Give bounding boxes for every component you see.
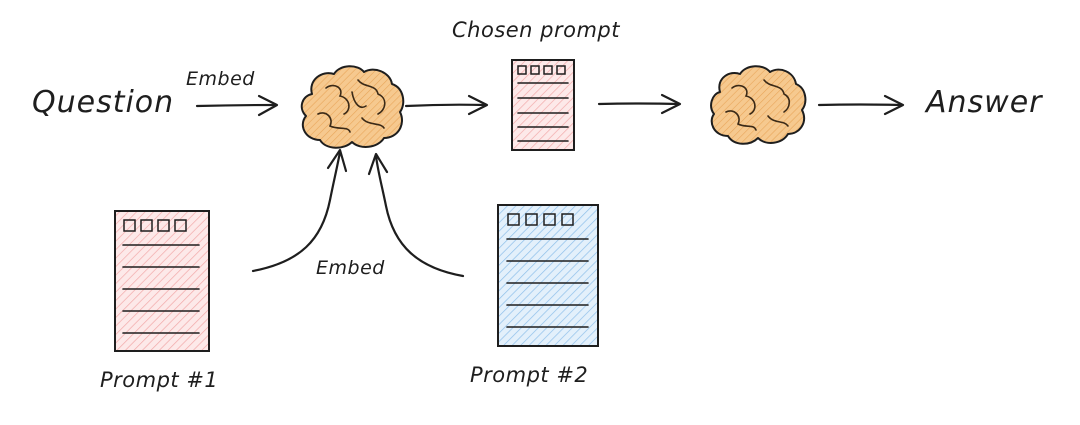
arrow-chosen-prompt-to-model [597, 93, 682, 115]
chosen-prompt-document-icon [511, 59, 575, 151]
arrow-model-to-answer [817, 94, 905, 116]
arrow-prompt-2-to-model [367, 152, 465, 278]
prompt-2-label: Prompt #2 [470, 363, 589, 387]
arrow-question-to-model [195, 94, 279, 117]
question-label: Question [32, 85, 175, 120]
prompt-1-document-icon [114, 210, 210, 352]
answer-label: Answer [926, 85, 1043, 120]
embed-label-top: Embed [186, 68, 255, 90]
arrow-prompt-1-to-model [251, 148, 348, 273]
chosen-prompt-label: Chosen prompt [452, 18, 620, 42]
model-brain-icon-answer [710, 65, 807, 145]
prompt-1-label: Prompt #1 [100, 368, 219, 392]
prompt-2-document-icon [497, 204, 599, 347]
embed-label-bottom: Embed [316, 257, 385, 279]
model-brain-icon-embed [300, 65, 405, 149]
arrow-model-to-chosen-prompt [404, 94, 489, 116]
